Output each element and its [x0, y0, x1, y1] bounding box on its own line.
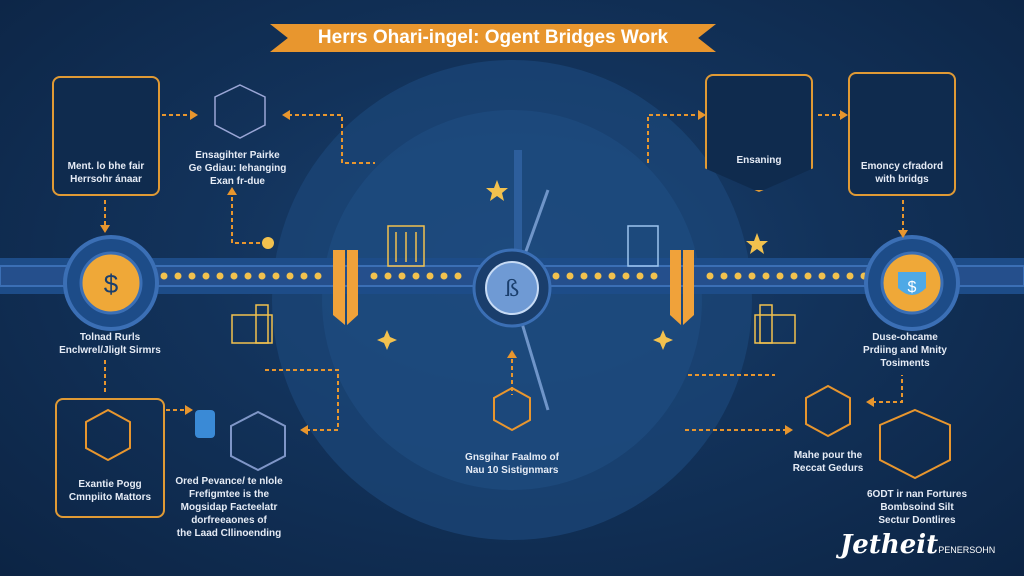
- bridge-light: [846, 272, 854, 280]
- bridge-light: [650, 272, 658, 280]
- bridge-light: [748, 272, 756, 280]
- bridge-light: [552, 272, 560, 280]
- bridge-light: [286, 272, 294, 280]
- bridge-light: [300, 272, 308, 280]
- svg-text:$: $: [908, 279, 917, 296]
- bridge-light: [258, 272, 266, 280]
- bridge-light: [706, 272, 714, 280]
- bridge-light: [244, 272, 252, 280]
- bridge-light: [566, 272, 574, 280]
- bridge-light: [230, 272, 238, 280]
- bridge-light: [622, 272, 630, 280]
- bridge-light: [594, 272, 602, 280]
- bridge-light: [580, 272, 588, 280]
- bridge-light: [790, 272, 798, 280]
- bridge-light: [426, 272, 434, 280]
- step-box-top-right: [848, 72, 956, 196]
- step-shield-top-right: [705, 74, 813, 192]
- step-box-bottom-left: [55, 398, 165, 518]
- step-box-top-left: [52, 76, 160, 196]
- bridge-light: [608, 272, 616, 280]
- bridge-light: [314, 272, 322, 280]
- bridge-light: [832, 272, 840, 280]
- bridge-light: [804, 272, 812, 280]
- svg-text:ß: ß: [505, 277, 520, 302]
- title-banner: Herrs Ohari-ingel: Ogent Bridges Work: [270, 24, 716, 52]
- bridge-light: [412, 272, 420, 280]
- bridge-light: [734, 272, 742, 280]
- bridge-light: [818, 272, 826, 280]
- bridge-light: [216, 272, 224, 280]
- bridge-light: [762, 272, 770, 280]
- bridge-light: [454, 272, 462, 280]
- bridge-light: [174, 272, 182, 280]
- bridge-light: [202, 272, 210, 280]
- bridge-light: [160, 272, 168, 280]
- label-top-right-shield: Ensaning: [736, 155, 782, 166]
- bridge-light: [384, 272, 392, 280]
- bridge-light: [636, 272, 644, 280]
- svg-text:$: $: [104, 269, 119, 299]
- bridge-light: [272, 272, 280, 280]
- bridge-light: [720, 272, 728, 280]
- bridge-light: [398, 272, 406, 280]
- bridge-light: [776, 272, 784, 280]
- bridge-light: [370, 272, 378, 280]
- bridge-light: [440, 272, 448, 280]
- brand-logo: JetheitPENERSOHN: [840, 530, 996, 560]
- bridge-light: [188, 272, 196, 280]
